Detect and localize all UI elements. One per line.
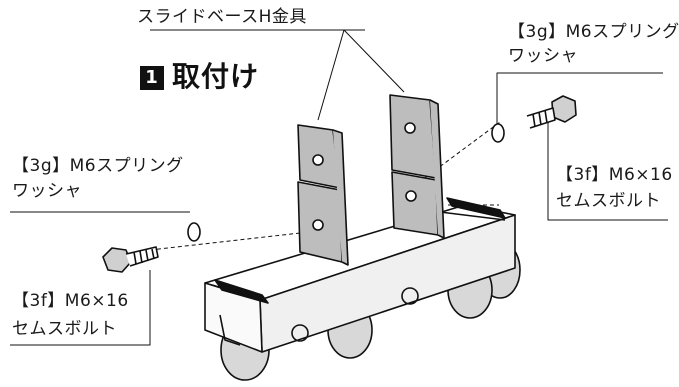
- washer-left-label-1: 【3g】M6スプリング: [12, 156, 184, 176]
- bolt-right-label-1: 【3f】M6×16: [556, 165, 673, 185]
- left-bolt: [102, 222, 201, 273]
- washer-right-label-1: 【3g】M6スプリング: [508, 22, 679, 42]
- leader-lines: [10, 29, 668, 346]
- step-title: 取付け: [172, 60, 260, 93]
- bolt-left-label-1: 【3f】M6×16: [12, 291, 129, 311]
- bolt-left-label-2: セムスボルト: [12, 319, 117, 339]
- washer-right-label-2: ワッシャ: [508, 46, 578, 66]
- bolt-right-label-2: セムスボルト: [556, 191, 661, 211]
- slide-base-h-bracket: [297, 94, 445, 266]
- right-bolt: [491, 95, 577, 143]
- washer-left-label-2: ワッシャ: [12, 181, 82, 201]
- step-number-badge: 1: [140, 66, 164, 90]
- page-title: 1 取付け: [140, 55, 259, 95]
- bracket-label: スライドベースH金具: [137, 7, 307, 27]
